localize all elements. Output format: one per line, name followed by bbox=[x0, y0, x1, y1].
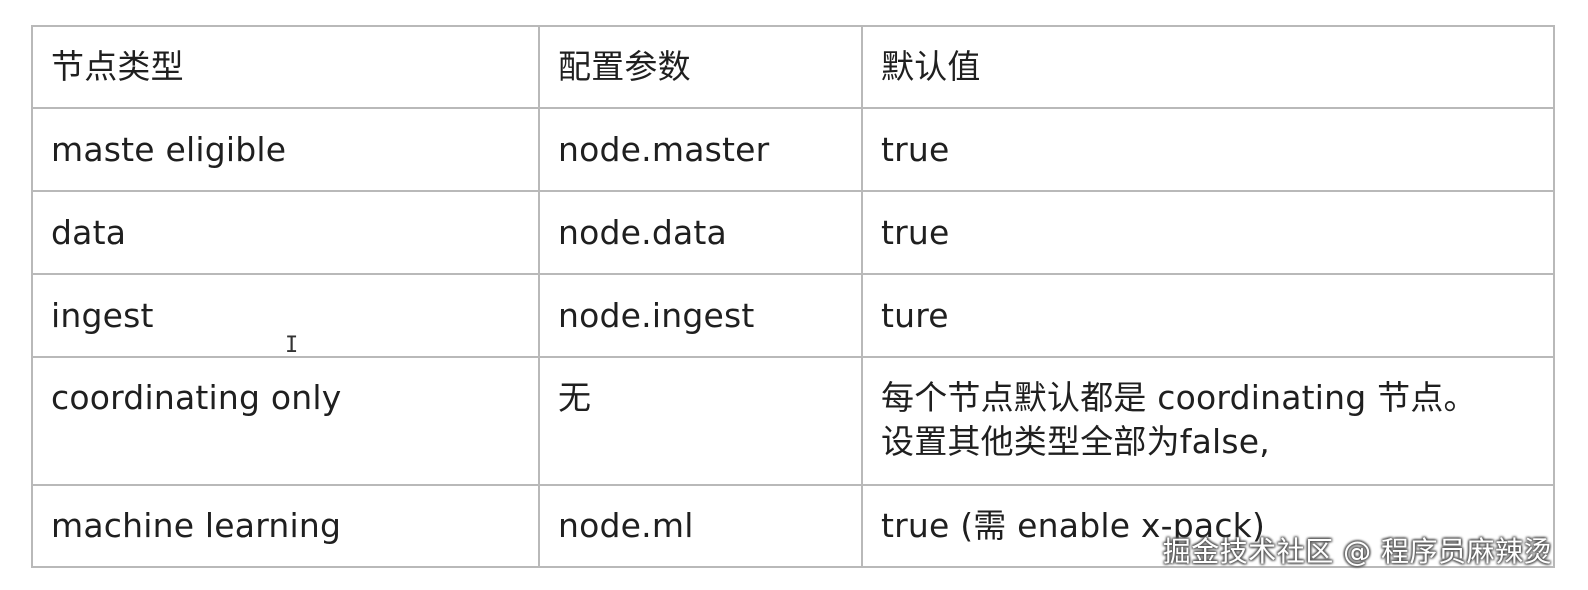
cell-config-param: node.data bbox=[538, 190, 863, 275]
default-line: ture bbox=[881, 295, 949, 335]
cell-node-type: data bbox=[31, 190, 540, 275]
cell-node-type: coordinating only bbox=[31, 356, 540, 486]
default-line: true bbox=[881, 129, 950, 169]
cell-node-type: ingest bbox=[31, 273, 540, 358]
table-header-row: 节点类型 配置参数 默认值 bbox=[31, 25, 1555, 109]
cell-default-value: 每个节点默认都是 coordinating 节点。 设置其他类型全部为false… bbox=[861, 356, 1555, 486]
cell-node-type: maste eligible bbox=[31, 107, 540, 192]
cell-config-param: node.ingest bbox=[538, 273, 863, 358]
cell-config-param: node.ml bbox=[538, 484, 863, 568]
cell-default-value: true bbox=[861, 190, 1555, 275]
text-cursor-icon: I bbox=[285, 333, 299, 358]
table-row: machine learning node.ml true (需 enable … bbox=[31, 484, 1555, 568]
cell-default-value: true (需 enable x-pack) bbox=[861, 484, 1555, 568]
node-types-table: 节点类型 配置参数 默认值 maste eligible node.master… bbox=[31, 25, 1555, 568]
table-row: data node.data true bbox=[31, 190, 1555, 275]
cell-default-value: true bbox=[861, 107, 1555, 192]
cell-config-param: 无 bbox=[538, 356, 863, 486]
default-line: 设置其他类型全部为false, bbox=[881, 422, 1270, 461]
default-line: 每个节点默认都是 coordinating 节点。 bbox=[881, 378, 1477, 417]
cell-default-value: ture bbox=[861, 273, 1555, 358]
table-row: ingest node.ingest ture bbox=[31, 273, 1555, 358]
node-types-table-container: 节点类型 配置参数 默认值 maste eligible node.master… bbox=[31, 25, 1555, 568]
default-line: true bbox=[881, 212, 950, 252]
watermark: 掘金技术社区 @ 程序员麻辣烫 bbox=[1162, 535, 1552, 568]
header-default-value: 默认值 bbox=[861, 25, 1555, 109]
table-row: maste eligible node.master true bbox=[31, 107, 1555, 192]
cell-node-type: machine learning bbox=[31, 484, 540, 568]
header-node-type: 节点类型 bbox=[31, 25, 540, 109]
header-config-param: 配置参数 bbox=[538, 25, 863, 109]
cell-config-param: node.master bbox=[538, 107, 863, 192]
default-line: true (需 enable x-pack) bbox=[881, 506, 1266, 545]
table-row: coordinating only 无 每个节点默认都是 coordinatin… bbox=[31, 356, 1555, 486]
